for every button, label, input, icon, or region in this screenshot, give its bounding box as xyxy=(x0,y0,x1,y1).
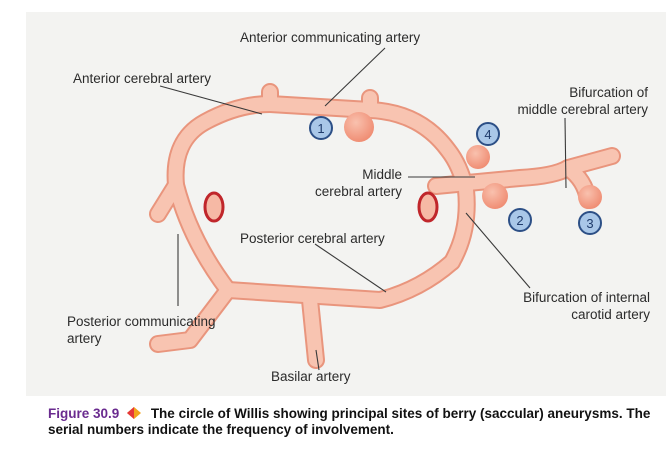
marker-3-label: 3 xyxy=(586,216,593,231)
figure-panel xyxy=(26,12,666,396)
figure-number: Figure 30.9 xyxy=(48,406,120,421)
label-posterior-communicating-line1: Posterior communicating xyxy=(67,314,216,329)
left-carotid-lumen xyxy=(203,191,225,223)
label-anterior-communicating: Anterior communicating artery xyxy=(240,30,421,45)
label-bifurcation-mca: Bifurcation of middle cerebral artery xyxy=(460,84,648,118)
label-posterior-cerebral: Posterior cerebral artery xyxy=(240,231,385,246)
label-bifurcation-mca-line1: Bifurcation of xyxy=(569,85,648,100)
circle-of-willis-diagram: 1 2 3 4 xyxy=(149,47,621,371)
aneurysm-mca-bifurcation xyxy=(578,185,602,209)
diamond-icon xyxy=(127,407,142,419)
marker-2: 2 xyxy=(508,208,532,232)
marker-4: 4 xyxy=(476,122,500,146)
marker-4-label: 4 xyxy=(484,127,491,142)
label-bifurcation-mca-line2: middle cerebral artery xyxy=(517,102,648,117)
marker-2-label: 2 xyxy=(516,213,523,228)
label-bifurcation-ica-line2: carotid artery xyxy=(571,307,650,322)
figure-caption: Figure 30.9 The circle of Willis showing… xyxy=(48,406,660,438)
aneurysm-internal-carotid xyxy=(482,183,508,209)
label-posterior-communicating: Posterior communicating artery xyxy=(67,313,216,347)
aneurysm-anterior-communicating xyxy=(344,112,374,142)
marker-1: 1 xyxy=(309,116,333,140)
right-carotid-lumen xyxy=(417,191,439,223)
label-bifurcation-ica: Bifurcation of internal carotid artery xyxy=(462,289,650,323)
label-anterior-cerebral: Anterior cerebral artery xyxy=(73,71,212,86)
label-middle-cerebral: Middle cerebral artery xyxy=(270,166,402,200)
marker-3: 3 xyxy=(578,211,602,235)
label-middle-cerebral-line1: Middle xyxy=(362,167,402,182)
caption-text: The circle of Willis showing principal s… xyxy=(48,406,651,437)
label-posterior-communicating-line2: artery xyxy=(67,331,102,346)
label-basilar: Basilar artery xyxy=(271,369,351,384)
marker-1-label: 1 xyxy=(317,121,324,136)
label-middle-cerebral-line2: cerebral artery xyxy=(314,184,402,199)
label-bifurcation-ica-line1: Bifurcation of internal xyxy=(523,290,650,305)
aneurysm-middle-cerebral xyxy=(466,145,490,169)
